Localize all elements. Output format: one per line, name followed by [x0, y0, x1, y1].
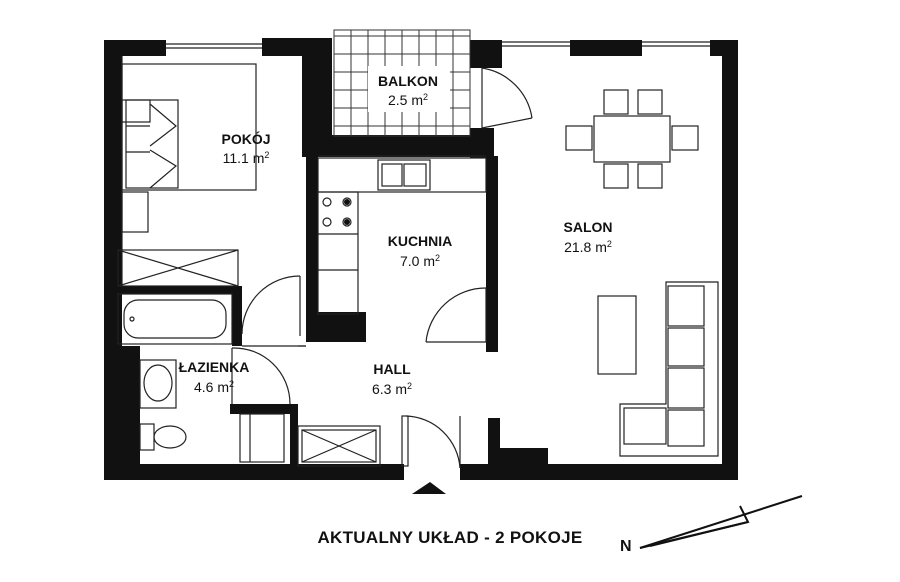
- room-name-lazienka: ŁAZIENKA: [179, 359, 250, 375]
- toilet-icon: [153, 425, 187, 449]
- balkon-label-bg: [368, 66, 450, 112]
- bathtub-icon: [117, 293, 233, 345]
- stove-burners-fill: [344, 199, 350, 225]
- room-name-kuchnia: KUCHNIA: [388, 233, 453, 249]
- doors: [231, 67, 533, 469]
- hall-wardrobe-icon: [297, 425, 381, 467]
- wardrobe-icon: [117, 249, 239, 287]
- bed-icon: [121, 63, 257, 191]
- coffee-table-icon: [597, 295, 637, 375]
- north-label: N: [620, 538, 632, 555]
- room-area-balkon: 2.5 m2: [388, 92, 428, 108]
- room-area-hall: 6.3 m2: [372, 381, 412, 397]
- salon-furniture: [565, 89, 719, 457]
- room-area-pokoj: 11.1 m2: [223, 150, 270, 166]
- washbasin-icon: [143, 364, 173, 402]
- kuchnia-furniture: [317, 157, 487, 315]
- plan-caption: AKTUALNY UKŁAD - 2 POKOJE: [317, 528, 583, 547]
- walls: [104, 38, 738, 480]
- room-area-kuchnia: 7.0 m2: [400, 253, 440, 269]
- lazienka-furniture: [117, 293, 285, 463]
- sofa-icon: [619, 281, 719, 457]
- sink-icon: [377, 159, 431, 191]
- entrance-arrow-icon: [412, 482, 446, 494]
- room-name-balkon: BALKON: [378, 73, 438, 89]
- room-name-salon: SALON: [564, 219, 613, 235]
- dining-table-icon: [593, 115, 671, 163]
- room-area-lazienka: 4.6 m2: [194, 379, 234, 395]
- hall-furniture: [297, 425, 381, 467]
- north-arrow-icon: [639, 495, 803, 549]
- stove-burner-icon: [322, 197, 332, 207]
- room-name-pokoj: POKÓJ: [221, 130, 270, 147]
- washing-machine-icon: [239, 413, 285, 463]
- pokoj-furniture: [117, 63, 257, 287]
- room-area-salon: 21.8 m2: [564, 239, 612, 255]
- room-name-hall: HALL: [373, 361, 411, 377]
- room-labels: POKÓJ 11.1 m2 BALKON 2.5 m2 KUCHNIA 7.0 …: [179, 73, 613, 397]
